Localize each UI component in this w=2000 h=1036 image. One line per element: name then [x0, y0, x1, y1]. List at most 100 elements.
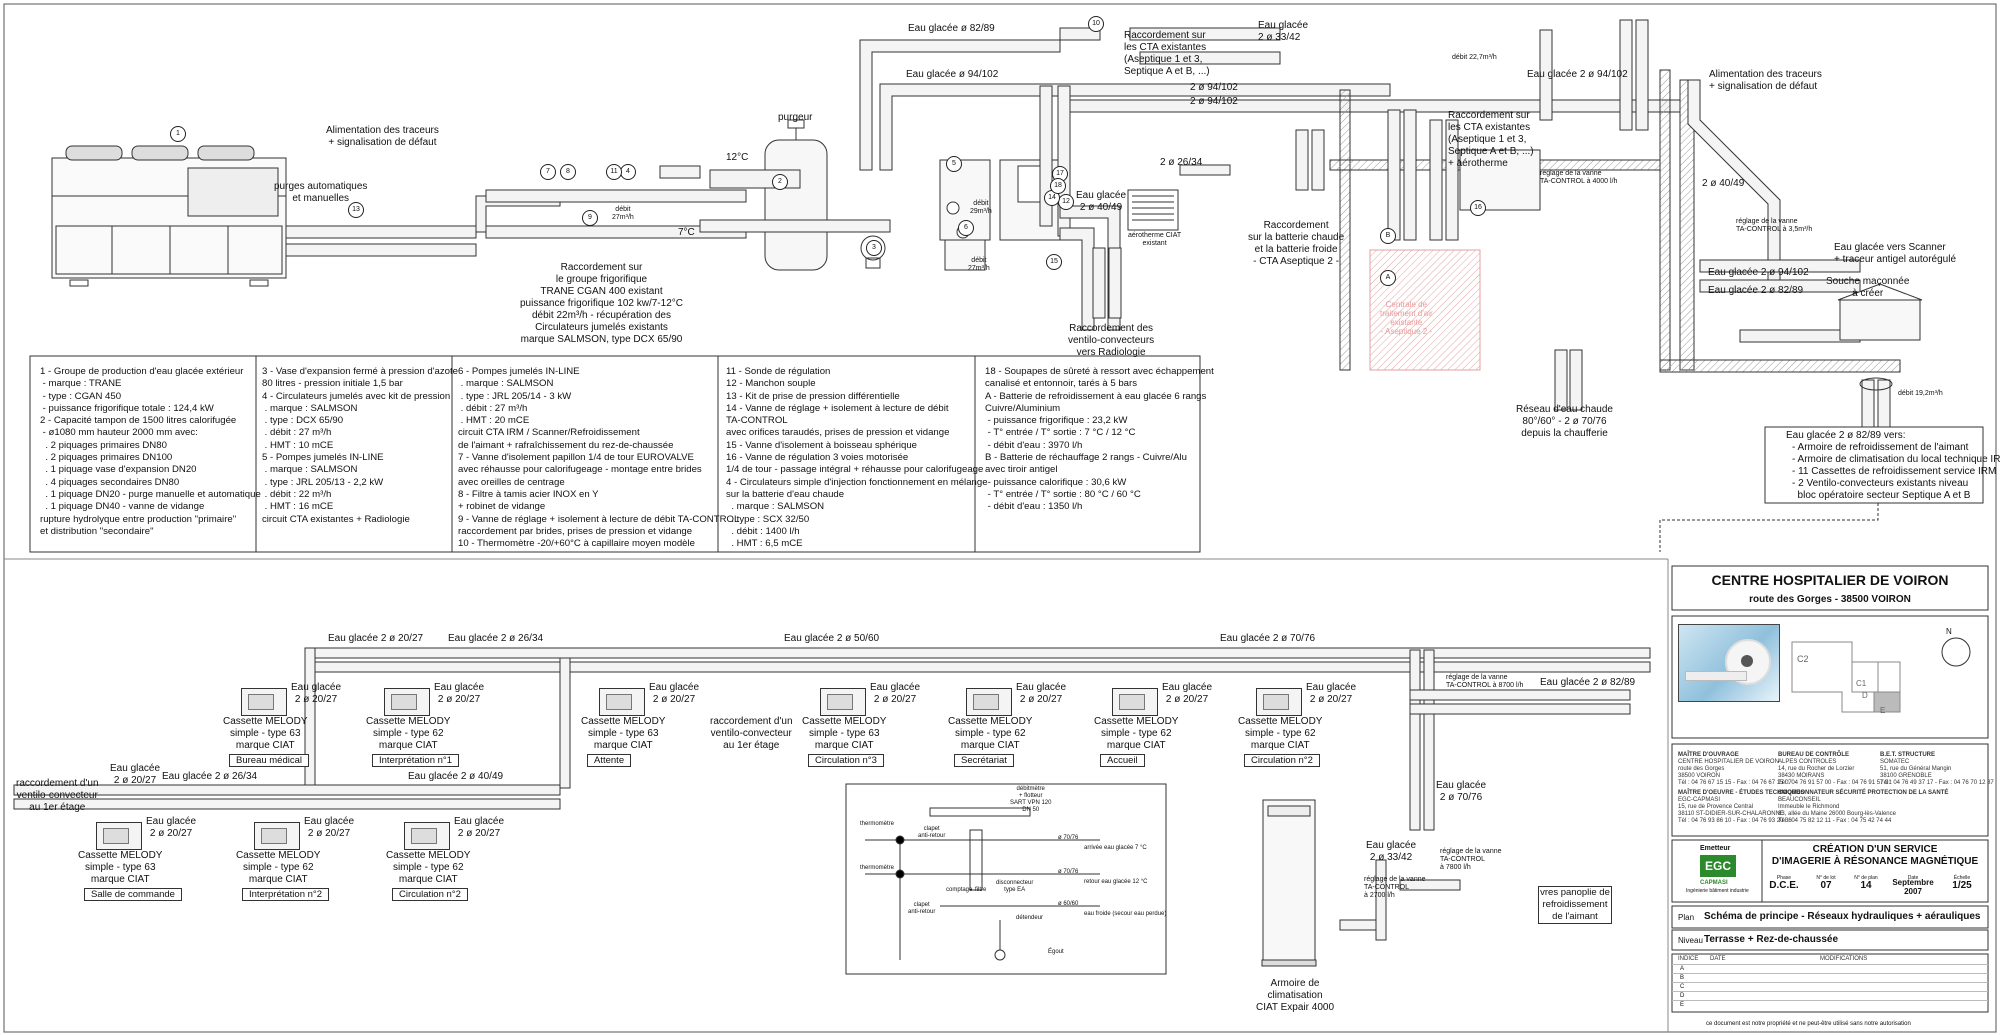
cassette-label: Cassette MELODY simple - type 62 marque … — [948, 716, 1033, 751]
revision-index: B — [1680, 975, 1685, 981]
component-balloon: 8 — [560, 164, 576, 180]
component-balloon: 16 — [1470, 200, 1486, 216]
coord-body: BEAUCONSEIL Immeuble le Richmond 83, all… — [1778, 797, 1896, 824]
date-head: Date — [1907, 875, 1919, 881]
pipe-label-70-76: Eau glacée 2 ø 70/76 — [1220, 633, 1316, 644]
rev-indice-head: INDICE — [1678, 956, 1699, 962]
revision-row: D — [1672, 991, 1988, 1001]
label-racc-cta-2: Raccordement sur les CTA existantes (Ase… — [1448, 110, 1534, 169]
legend-col-1: 1 - Groupe de production d'eau glacée ex… — [40, 366, 261, 537]
label-reglage-7800: réglage de la vanne TA-CONTROL à 7800 l/… — [1440, 848, 1502, 871]
plan-no-head: N° de plan — [1854, 875, 1878, 881]
cassette-unit-icon — [404, 822, 450, 850]
label-reglage-4000: réglage de la vanne TA-CONTROL à 4000 l/… — [1540, 170, 1618, 185]
cassette-label: Cassette MELODY simple - type 63 marque … — [581, 716, 666, 751]
title-block-frame — [1671, 565, 1989, 1013]
component-balloon: 2 — [772, 174, 788, 190]
plan-title: Schéma de principe - Réseaux hydraulique… — [1704, 911, 1981, 922]
component-balloon: 12 — [1058, 194, 1074, 210]
component-balloon: 18 — [1050, 178, 1066, 194]
cassette-pipe-label: Eau glacée 2 ø 20/27 — [304, 816, 355, 839]
component-balloon: A — [1380, 270, 1396, 286]
cassette-pipe-label: Eau glacée 2 ø 20/27 — [1306, 682, 1357, 705]
pipe-label-26-34a: Eau glacée 2 ø 26/34 — [448, 633, 544, 644]
component-balloon: 4 — [620, 164, 636, 180]
label-d26-34: 2 ø 26/34 — [1160, 157, 1203, 168]
compass-n: N — [1946, 627, 1952, 636]
label-eau-40-49: Eau glacée 2 ø 40/49 — [1076, 190, 1127, 213]
cassette-unit-icon — [254, 822, 300, 850]
plan-d: D — [1862, 691, 1868, 700]
bc-head: BUREAU DE CONTRÔLE — [1778, 752, 1850, 758]
pipe-label-70-76-right: Eau glacée 2 ø 70/76 — [1436, 780, 1487, 803]
cassette-pipe-label: Eau glacée 2 ø 20/27 — [1016, 682, 1067, 705]
bc-body: ALPES CONTROLES 14, rue du Rocher de Lor… — [1778, 759, 1892, 786]
revision-row: B — [1672, 973, 1988, 983]
plan-c1: C1 — [1856, 679, 1867, 688]
moe-body: EGC-CAPMASI 15, rue de Provence Central … — [1678, 797, 1792, 824]
label-debit-19-2: débit 19,2m³/h — [1898, 390, 1943, 397]
detail-d60: ø 60/60 — [1058, 901, 1079, 907]
detail-clapet-2: clapet anti-retour — [908, 902, 936, 915]
component-balloon: 15 — [1046, 254, 1062, 270]
cassette-unit-icon — [820, 688, 866, 716]
label-purges: purges automatiques et manuelles — [274, 181, 368, 204]
pipe-label-82-89: Eau glacée 2 ø 82/89 — [1540, 677, 1636, 688]
cassette-room-label: Circulation n°3 — [808, 754, 884, 767]
echelle-head: Échelle — [1953, 875, 1971, 881]
detail-d70a: ø 70/76 — [1058, 835, 1079, 841]
cassette-label: Cassette MELODY simple - type 62 marque … — [236, 850, 321, 885]
component-balloon: 7 — [540, 164, 556, 180]
moa-head: MAÎTRE D'OUVRAGE — [1678, 752, 1739, 758]
label-debit-29: débit 29m³/h — [970, 200, 992, 215]
cassette-unit-icon — [1112, 688, 1158, 716]
hospital-name: CENTRE HOSPITALIER DE VOIRON — [1711, 572, 1949, 588]
cassette-unit-icon — [1256, 688, 1302, 716]
cassette-label: Cassette MELODY simple - type 62 marque … — [1094, 716, 1179, 751]
label-eau-33-42-top: Eau glacée 2 ø 33/42 — [1258, 20, 1309, 43]
label-7c: 7°C — [678, 227, 695, 238]
cassette-room-label: Accueil — [1100, 754, 1145, 767]
component-balloon: 13 — [348, 202, 364, 218]
cassette-pipe-label: Eau glacée 2 ø 20/27 — [434, 682, 485, 705]
pipe-label-26-34b: Eau glacée 2 ø 26/34 — [162, 771, 258, 782]
label-d40-49-right: 2 ø 40/49 — [1702, 178, 1745, 189]
label-debit-22-7: débit 22,7m³/h — [1452, 54, 1497, 61]
detail-d70b: ø 70/76 — [1058, 869, 1079, 875]
cassette-pipe-label: Eau glacée 2 ø 20/27 — [649, 682, 700, 705]
cassette-unit-icon — [384, 688, 430, 716]
moa-body: CENTRE HOSPITALIER DE VOIRON route des G… — [1678, 759, 1792, 786]
pipe-label-20-27a: Eau glacée 2 ø 20/27 — [328, 633, 424, 644]
label-d94-102-c: 2 ø 94/102 — [1190, 82, 1238, 93]
cassette-room-label: Circulation n°2 — [392, 888, 468, 901]
bet-body: SOMATEC 51, rue du Général Mangin 38100 … — [1880, 759, 1994, 786]
revision-row: A — [1672, 964, 1988, 974]
detail-retour: retour eau glacée 12 °C — [1084, 879, 1148, 885]
component-balloon: 10 — [1088, 16, 1104, 32]
cassette-label: Cassette MELODY simple - type 63 marque … — [78, 850, 163, 885]
coord-head: COORDONNATEUR SÉCURITÉ PROTECTION DE LA … — [1778, 790, 1949, 796]
niveau-title: Terrasse + Rez-de-chaussée — [1704, 934, 1839, 945]
detail-disconnecteur: disconnecteur type EA — [996, 880, 1034, 893]
revision-row: C — [1672, 982, 1988, 992]
label-armoire: Armoire de climatisation CIAT Expair 400… — [1256, 978, 1335, 1013]
egc-logo-sub: CAPMASI — [1700, 880, 1728, 886]
moe-head: MAÎTRE D'OEUVRE - ÉTUDES TECHNIQUES — [1678, 790, 1805, 796]
label-alim-traceurs-right: Alimentation des traceurs + signalisatio… — [1709, 69, 1822, 92]
niveau-label: Niveau — [1678, 936, 1703, 945]
cassette-pipe-label: Eau glacée 2 ø 20/27 — [870, 682, 921, 705]
detail-egout: Égout — [1048, 949, 1064, 955]
hospital-address: route des Gorges - 38500 VOIRON — [1749, 594, 1911, 605]
egc-logo: EGC — [1700, 855, 1736, 877]
label-eau-82-89-top: Eau glacée ø 82/89 — [908, 23, 995, 34]
detail-clapet-1: clapet anti-retour — [918, 826, 946, 839]
label-racc-ventilo-radiologie: Raccordement des ventilo-convecteurs ver… — [1068, 323, 1155, 358]
phase-value: D.C.E. — [1769, 880, 1799, 891]
phase-head: Phase — [1776, 875, 1792, 881]
label-racc-ventilo-mid: raccordement d'un ventilo-convecteur au … — [710, 716, 793, 751]
rev-modif-head: MODIFICATIONS — [1820, 956, 1868, 962]
cassette-room-label: Interprétation n°1 — [372, 754, 459, 767]
rev-date-head: DATE — [1710, 956, 1726, 962]
egc-tagline: Ingénierie bâtiment industrie — [1686, 888, 1749, 894]
plan-c2: C2 — [1797, 654, 1809, 664]
